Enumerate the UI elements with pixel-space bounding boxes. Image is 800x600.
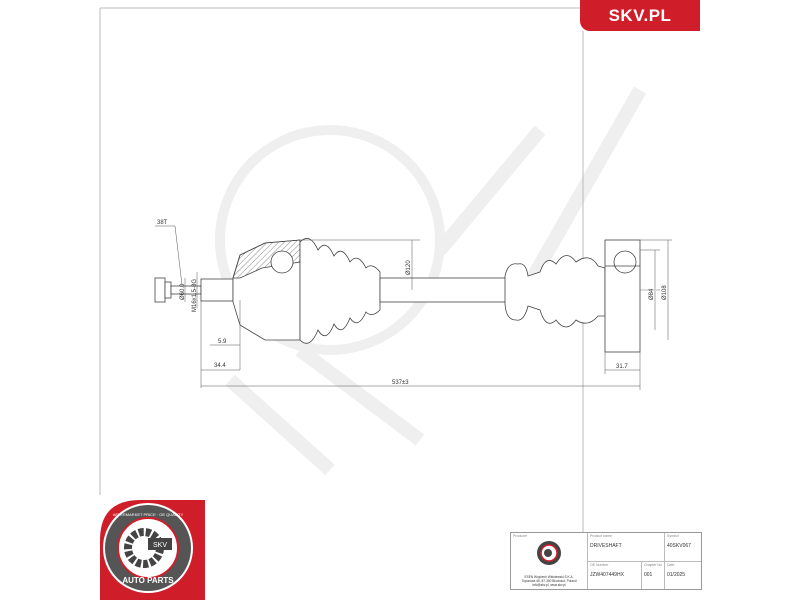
chapter-label: Chapter No: [644, 563, 662, 567]
oe-number-cell: OE Number JZW407449HX: [587, 561, 641, 589]
dim-spline: 38T: [157, 220, 168, 226]
seal-top-text: AFTERMARKET PRICE · OE QUALITY: [113, 512, 184, 517]
product-name-label: Product name: [590, 534, 612, 538]
date-value: 01/2025: [667, 572, 686, 578]
producer-address-line: ESEN Wojciech Wiśniewski S.K.A.: [524, 575, 574, 579]
symbol-value: 40SKV067: [667, 543, 691, 549]
dimension-labels: 38T Ø60.0 M16x1.5-8G Ø120 Ø84 Ø108 5.9 3…: [157, 220, 668, 386]
symbol-label: Symbol: [667, 534, 679, 538]
date-label: Date: [667, 563, 675, 567]
date-cell: Date 01/2025: [664, 561, 701, 589]
oe-number-value: JZW407449HX: [590, 572, 624, 578]
seal-center-text: SKV: [153, 542, 167, 549]
seal-bottom-text: AUTO PARTS: [122, 576, 174, 585]
chapter-value: 001: [644, 572, 653, 578]
dimension-lines: [155, 225, 672, 390]
driveshaft: [154, 238, 641, 353]
producer-address-line: info@skv.pl, www.skv.pl: [532, 583, 566, 587]
producer-cell: Producer ESEN Wojciech Wiśniewski S.K.A.…: [511, 533, 587, 589]
product-name-cell: Product name DRIVESHAFT: [587, 533, 664, 561]
producer-label: Producer: [513, 534, 528, 538]
dim-outer-diameter-left: Ø60.0: [180, 283, 186, 300]
dim-total-length: 537±3: [392, 380, 409, 386]
skv-auto-parts-seal: SKV AUTO PARTS AFTERMARKET PRICE · OE QU…: [100, 500, 205, 600]
dim-thread: M16x1.5-8G: [192, 279, 198, 312]
chapter-cell: Chapter No 001: [641, 561, 664, 589]
dim-offset-left: 34.4: [214, 363, 226, 369]
product-name-value: DRIVESHAFT: [590, 543, 622, 549]
dim-outer-diameter-right: Ø108: [662, 285, 668, 300]
dim-boot-diameter: Ø120: [406, 260, 412, 275]
skv-brand-badge[interactable]: SKV.PL: [580, 0, 700, 31]
symbol-cell: Symbol 40SKV067: [664, 533, 701, 561]
oe-number-label: OE Number: [590, 563, 609, 567]
dim-offset-right: 31.7: [616, 364, 628, 370]
title-block: Producer ESEN Wojciech Wiśniewski S.K.A.…: [510, 532, 702, 590]
producer-address-line: Toporowa 45, 87-300 Brodnica, Poland: [521, 579, 577, 583]
producer-logo: [537, 541, 561, 565]
dim-offset-small: 5.9: [218, 339, 227, 345]
dim-inner-diameter-right: Ø84: [649, 288, 655, 300]
skv-watermark: [215, 86, 647, 476]
